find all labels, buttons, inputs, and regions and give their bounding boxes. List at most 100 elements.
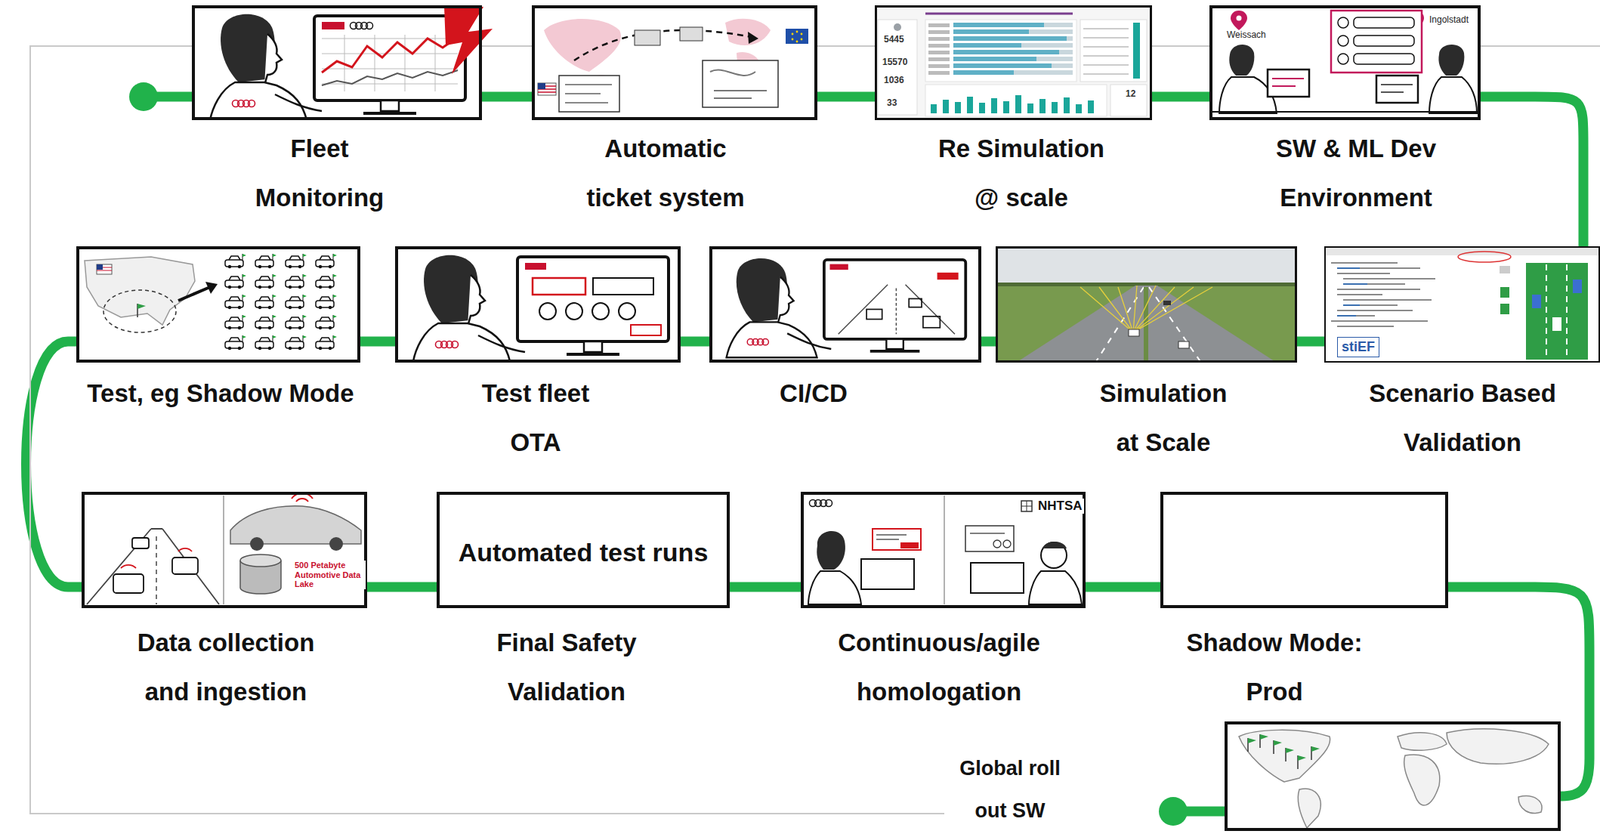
ota-art (618, 302, 636, 320)
cicd-art (726, 258, 967, 358)
flow-line (729, 582, 801, 593)
dashboard-art (874, 5, 1153, 121)
data-collection-art (240, 554, 282, 567)
cicd-art (923, 316, 940, 328)
screen-label: 15570 (880, 57, 909, 68)
dashboard-art (930, 104, 937, 114)
dashboard-art (877, 19, 918, 115)
shadow-test-art (225, 274, 247, 289)
dashboard-art (928, 71, 950, 75)
screen-label: 500 Petabyte Automotive Data Lake (293, 560, 366, 590)
homologation-art (1003, 540, 1011, 548)
data-collection-art (329, 537, 343, 551)
step-caption: Shadow Mode: Prod (1176, 617, 1373, 717)
fleet-monitoring-art (210, 6, 493, 121)
ota-art (592, 302, 609, 320)
world-map-art (1238, 729, 1331, 782)
cicd-art (726, 258, 967, 358)
homologation-art (1021, 500, 1032, 512)
shadow-test-art (255, 315, 277, 330)
dashboard-art (928, 50, 950, 55)
homologation-art (993, 540, 1011, 548)
step-frame: Re Simulation @ scale (874, 5, 1153, 121)
dashboard-art (953, 22, 1073, 28)
homologation-art (1042, 541, 1067, 549)
dashboard-art (953, 43, 1073, 48)
step-caption: Test, eg Shadow Mode (77, 368, 365, 418)
dashboard-art (991, 98, 998, 114)
dashboard-art (953, 63, 1052, 68)
dashboard-art (928, 43, 950, 48)
dashboard-art (1133, 22, 1140, 79)
dashboard-art (925, 19, 1077, 82)
ticket-map-art (791, 38, 794, 41)
homologation-art (900, 542, 919, 549)
scenario-art (1552, 317, 1562, 331)
world-map-art (1260, 734, 1269, 748)
cicd-art (895, 287, 897, 334)
frame-ground (800, 491, 1086, 609)
step-caption: Fleet Monitoring (244, 123, 396, 223)
world-map-art (1297, 788, 1321, 828)
flow-line (1480, 96, 1584, 247)
ota-art (413, 255, 669, 362)
ota-art (532, 277, 586, 295)
dashboard-art (953, 36, 1073, 41)
start-marker (129, 82, 194, 112)
shadow-test-art (225, 253, 247, 269)
scenario-art (1500, 303, 1510, 315)
scenario-art (1546, 264, 1567, 359)
dashboard-art (966, 96, 973, 114)
screen-label: 33 (885, 98, 899, 109)
homologation-art (1040, 542, 1067, 569)
homologation-art (861, 559, 915, 590)
screen-label: stiEF (1337, 336, 1380, 358)
step-caption: Final Safety Validation (483, 617, 650, 717)
shadow-test-art (225, 335, 247, 350)
dashboard-art (953, 29, 1029, 34)
data-collection-art (250, 537, 264, 551)
screen-label: Weissach (1225, 30, 1268, 41)
cicd-art (866, 298, 940, 328)
world-map-art (1238, 728, 1549, 828)
dashboard-art (1087, 100, 1094, 114)
dev-environment-art (1337, 17, 1349, 28)
dashboard-art (953, 36, 1067, 41)
step-caption: Automatic ticket system (578, 123, 753, 223)
screen-label: NHTSA (1036, 498, 1085, 514)
data-collection-art (178, 548, 192, 552)
homologation-art (872, 528, 921, 550)
dashboard-art (953, 43, 1022, 48)
homologation-art (809, 500, 833, 507)
shadow-test-art (96, 264, 112, 275)
dev-environment-art (1353, 53, 1415, 65)
cicd-art (829, 264, 958, 335)
ticket-map-art (785, 28, 809, 44)
end-marker (1158, 796, 1188, 826)
homologation-art (970, 562, 1024, 594)
data-collection-art (172, 557, 198, 575)
flow-line (817, 92, 875, 102)
dev-environment-art (1337, 53, 1349, 65)
flow-line (1297, 336, 1325, 347)
fleet-monitoring-art (210, 14, 466, 121)
ota-art (413, 255, 669, 362)
shadow-test-art (255, 335, 277, 350)
ticket-map-art (710, 70, 767, 99)
dev-environment-art (1353, 17, 1415, 28)
dashboard-art (928, 64, 950, 68)
world-map-art (1397, 732, 1447, 751)
dashboard-art (953, 22, 1073, 75)
shadow-test-art (315, 315, 337, 330)
dashboard-art (1080, 19, 1147, 82)
shadow-test-art (285, 335, 307, 350)
screen-label: 1036 (882, 75, 906, 87)
cicd-art (866, 308, 883, 319)
dashboard-art (953, 29, 1073, 34)
ticket-map-art (725, 18, 771, 46)
shadow-test-art (285, 294, 307, 309)
flow-line (981, 336, 996, 347)
homologation-art (808, 571, 862, 605)
step-frame: Global roll out SW (1224, 721, 1561, 831)
